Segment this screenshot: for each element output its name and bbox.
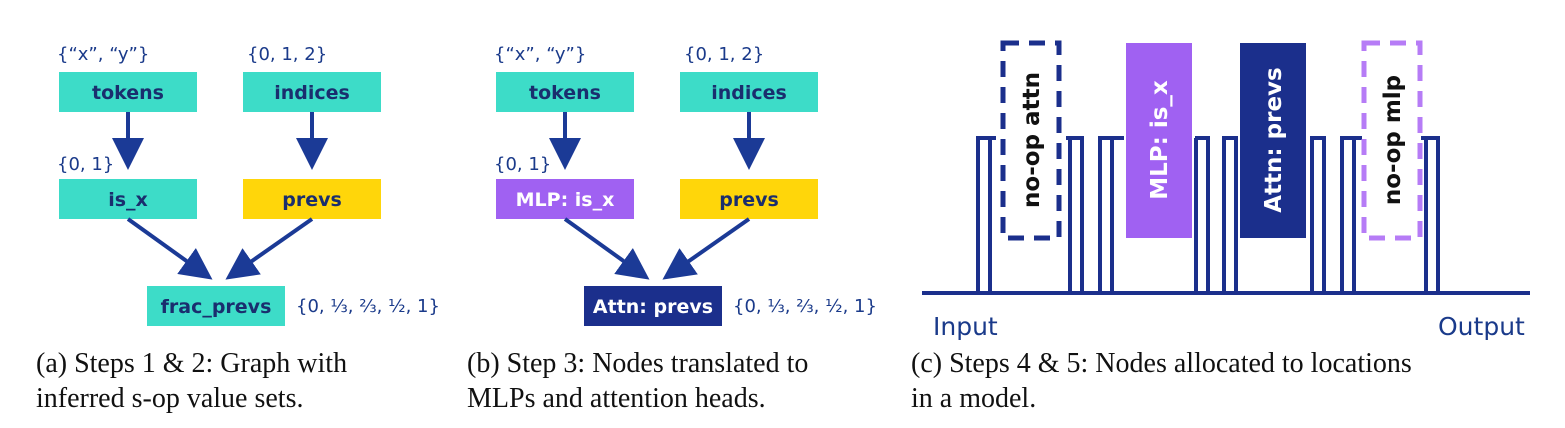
noop-mlp-block xyxy=(1361,40,1423,241)
tokens-node-b-label: tokens xyxy=(529,82,601,104)
tokens-value-set-b: {“x”, “y”} xyxy=(494,44,586,65)
input-label: Input xyxy=(933,312,998,341)
caption-c: (c) Steps 4 & 5: Nodes allocated to loca… xyxy=(911,346,1551,416)
branch-attn-out xyxy=(1310,136,1326,293)
indices-node xyxy=(243,72,381,112)
panel-a: {“x”, “y”} {0, 1, 2} tokens indices {0, … xyxy=(57,44,440,326)
mlp-block-label: MLP: is_x xyxy=(1147,80,1173,200)
noop-attn-block xyxy=(1000,40,1062,241)
caption-b-line2: MLPs and attention heads. xyxy=(467,383,766,414)
tokens-node xyxy=(59,72,197,112)
attn-value-set: {0, ⅓, ⅔, ½, 1} xyxy=(733,296,877,317)
branch-mlp-out xyxy=(1195,136,1210,293)
panel-c: no-op attn MLP: is_x Attn: prevs no-op m… xyxy=(922,40,1530,295)
indices-node-b xyxy=(680,72,818,112)
noop-attn-label: no-op attn xyxy=(1019,72,1045,208)
mlp-is-x-node-label: MLP: is_x xyxy=(516,189,615,211)
panel-b: {“x”, “y”} {0, 1, 2} tokens indices {0, … xyxy=(494,44,877,326)
frac-prevs-node xyxy=(147,286,285,326)
mlp-block xyxy=(1126,43,1192,238)
tokens-node-b xyxy=(496,72,634,112)
is-x-node-label: is_x xyxy=(108,189,148,211)
indices-value-set: {0, 1, 2} xyxy=(247,44,327,65)
is-x-value-set: {0, 1} xyxy=(57,154,114,175)
caption-a-line1: (a) Steps 1 & 2: Graph with xyxy=(36,348,348,379)
indices-node-label: indices xyxy=(274,82,350,104)
attn-prevs-node xyxy=(584,286,722,326)
caption-a: (a) Steps 1 & 2: Graph with inferred s-o… xyxy=(36,346,446,416)
caption-a-line2: inferred s-op value sets. xyxy=(36,383,304,414)
prevs-node xyxy=(243,179,381,219)
caption-b-line1: (b) Step 3: Nodes translated to xyxy=(467,348,809,379)
branch-attn-in xyxy=(1222,136,1238,293)
indices-node-b-label: indices xyxy=(711,82,787,104)
caption-b: (b) Step 3: Nodes translated to MLPs and… xyxy=(467,346,887,416)
prevs-node-b xyxy=(680,179,818,219)
arrow-prevs-to-frac-prevs xyxy=(225,217,314,280)
caption-c-line2: in a model. xyxy=(911,383,1037,414)
frac-prevs-node-label: frac_prevs xyxy=(161,296,272,318)
tokens-value-set: {“x”, “y”} xyxy=(57,44,149,65)
prevs-node-b-label: prevs xyxy=(719,189,779,211)
branch-mlp-in xyxy=(1098,136,1124,293)
caption-c-line1: (c) Steps 4 & 5: Nodes allocated to loca… xyxy=(911,348,1412,379)
arrow-is-x-to-frac-prevs xyxy=(126,217,213,280)
attn-block xyxy=(1240,43,1306,238)
arrow-prevs-to-attn xyxy=(662,217,751,280)
prevs-node-label: prevs xyxy=(282,189,342,211)
is-x-node xyxy=(59,179,197,219)
output-label: Output xyxy=(1438,312,1525,341)
indices-value-set-b: {0, 1, 2} xyxy=(684,44,764,65)
frac-prevs-value-set: {0, ⅓, ⅔, ½, 1} xyxy=(296,296,440,317)
tokens-node-label: tokens xyxy=(92,82,164,104)
mlp-is-x-node xyxy=(496,179,634,219)
branch-noop-mlp-out xyxy=(1421,136,1440,293)
attn-prevs-node-label: Attn: prevs xyxy=(593,296,713,318)
arrow-mlp-to-attn xyxy=(563,217,650,280)
attn-block-label: Attn: prevs xyxy=(1261,67,1287,212)
branch-noop-attn-in xyxy=(976,136,996,293)
noop-mlp-label: no-op mlp xyxy=(1380,75,1406,205)
is-x-value-set-b: {0, 1} xyxy=(494,154,551,175)
